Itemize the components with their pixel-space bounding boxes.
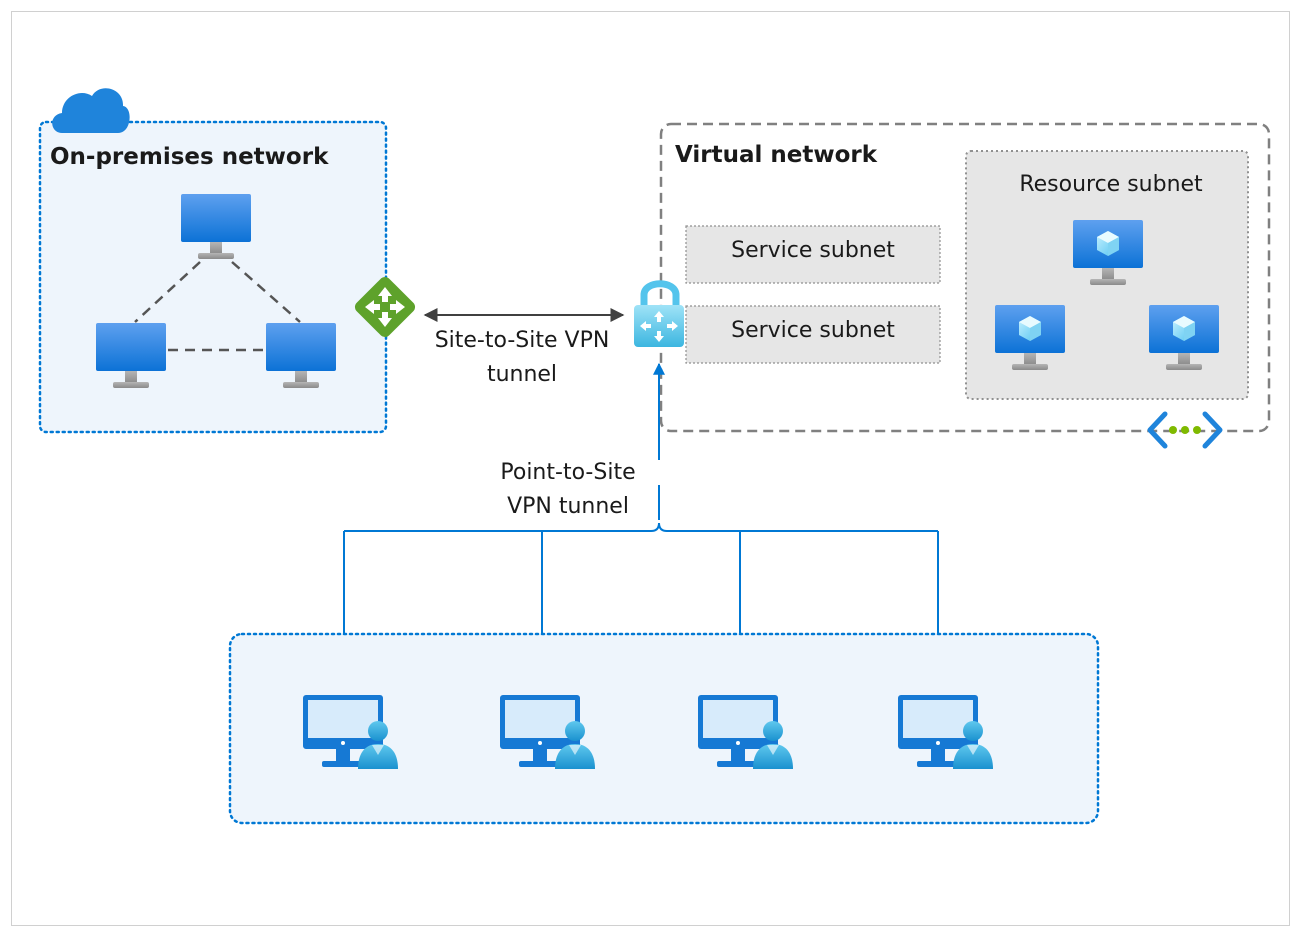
service-subnet-label: Service subnet	[731, 238, 895, 263]
point-to-site-label-line1: Point-to-Site	[468, 460, 668, 485]
local-network-gateway-icon	[354, 276, 416, 338]
on-premises-title: On-premises network	[50, 144, 329, 170]
cloud-icon	[52, 88, 130, 133]
site-to-site-label-line1: Site-to-Site VPN	[434, 328, 610, 353]
resource-subnet-label: Resource subnet	[1019, 172, 1203, 197]
remote-users-box	[228, 632, 1100, 825]
on-premises-links	[134, 261, 301, 352]
virtual-network-title: Virtual network	[675, 142, 878, 168]
service-subnet-box	[685, 225, 941, 284]
service-subnet-label: Service subnet	[731, 318, 895, 343]
service-subnet-box	[685, 305, 941, 364]
point-to-site-label-line2: VPN tunnel	[507, 494, 629, 519]
virtual-network-icon	[1147, 411, 1223, 449]
vpn-gateway-lock-icon	[634, 280, 684, 347]
site-to-site-label-line2: tunnel	[486, 362, 558, 387]
